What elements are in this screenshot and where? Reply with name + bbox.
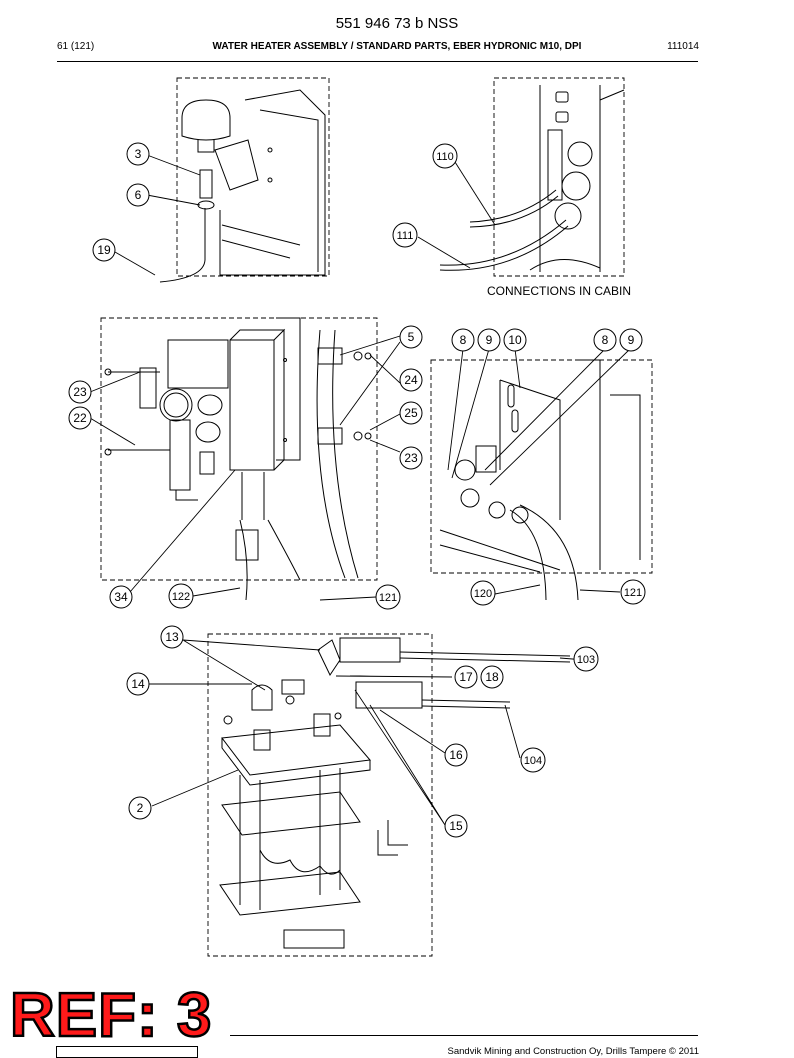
callout-circles <box>68 142 646 838</box>
view-a-parts <box>159 89 326 283</box>
callout-label: 122 <box>172 591 190 603</box>
cabin-caption: CONNECTIONS IN CABIN <box>487 284 631 298</box>
footer-copyright: Sandvik Mining and Construction Oy, Dril… <box>447 1046 699 1057</box>
callout-label: 15 <box>449 819 463 833</box>
callout-label: 104 <box>524 755 542 767</box>
callout-label: 14 <box>131 677 145 691</box>
view-c-parts <box>104 317 372 601</box>
callout-label: 8 <box>460 333 467 347</box>
callout-label: 10 <box>508 333 522 347</box>
callout-label: 3 <box>135 147 142 161</box>
callout-label: 16 <box>449 748 463 762</box>
callout-label: 13 <box>165 630 179 644</box>
callout-labels: 3 6 19 110 111 5 8 9 10 8 9 23 24 22 25 … <box>73 147 642 833</box>
callout-label: 23 <box>404 451 418 465</box>
callout-label: 5 <box>408 330 415 344</box>
callout-label: 25 <box>404 406 418 420</box>
callout-label: 110 <box>436 151 454 163</box>
callout-label: 120 <box>474 588 492 600</box>
callout-label: 111 <box>397 230 414 242</box>
callout-label: 23 <box>73 385 87 399</box>
view-b-parts <box>439 85 625 272</box>
date-code: 111014 <box>667 41 699 52</box>
callout-label: 24 <box>404 373 418 387</box>
callout-label: 9 <box>628 333 635 347</box>
callout-label: 19 <box>97 243 111 257</box>
callout-label: 18 <box>485 670 499 684</box>
ref-stamp: REF: 3 <box>9 981 213 1050</box>
header-rule <box>57 61 698 62</box>
callout-label: 121 <box>379 592 397 604</box>
callout-label: 6 <box>135 188 142 202</box>
callout-label: 17 <box>459 670 473 684</box>
view-e-parts <box>219 637 571 949</box>
callout-label: 8 <box>602 333 609 347</box>
page-title: WATER HEATER ASSEMBLY / STANDARD PARTS, … <box>212 41 582 52</box>
view-frames <box>100 77 653 957</box>
leader-lines <box>89 154 631 826</box>
callout-label: 9 <box>486 333 493 347</box>
callout-label: 2 <box>137 801 144 815</box>
callout-label: 34 <box>114 590 128 604</box>
callout-label: 121 <box>624 587 642 599</box>
callout-label: 22 <box>73 411 87 425</box>
document-number: 551 946 73 b NSS <box>335 15 459 32</box>
view-d-parts <box>439 359 641 601</box>
footer-rule <box>230 1035 698 1036</box>
callout-label: 103 <box>577 654 595 666</box>
page-number: 61 (121) <box>57 41 95 52</box>
